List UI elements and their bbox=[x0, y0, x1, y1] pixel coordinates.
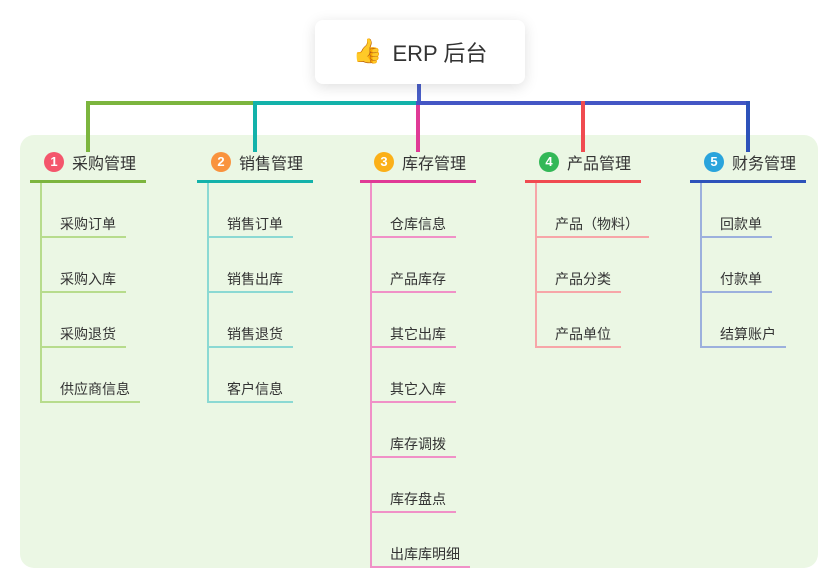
branch-title: 财务管理 bbox=[732, 156, 797, 173]
branch-number-badge: 3 bbox=[374, 152, 394, 172]
branch-items: 产品（物料）产品分类产品单位 bbox=[535, 183, 649, 348]
root-node-label: ERP 后台 bbox=[392, 41, 488, 66]
branch-item[interactable]: 客户信息 bbox=[209, 348, 293, 403]
branch-number-badge: 1 bbox=[44, 152, 64, 172]
branch-number-badge: 2 bbox=[211, 152, 231, 172]
branch-item[interactable]: 结算账户 bbox=[702, 293, 786, 348]
branch-heading-5[interactable]: 5 财务管理 bbox=[690, 150, 807, 183]
branch-items: 仓库信息产品库存其它出库其它入库库存调拨库存盘点出库库明细 bbox=[370, 183, 476, 568]
thumbs-up-icon: 👍 bbox=[352, 38, 383, 65]
branch-title: 库存管理 bbox=[402, 156, 467, 173]
branch-title: 采购管理 bbox=[72, 156, 137, 173]
branch-items: 回款单付款单结算账户 bbox=[700, 183, 806, 348]
branch-title: 销售管理 bbox=[239, 156, 304, 173]
branch-4-drop-connector bbox=[581, 101, 585, 152]
branch-2-drop-connector bbox=[253, 101, 257, 152]
branch-item[interactable]: 产品单位 bbox=[537, 293, 621, 348]
branch-item[interactable]: 回款单 bbox=[702, 183, 772, 238]
branch-3: 3 库存管理仓库信息产品库存其它出库其它入库库存调拨库存盘点出库库明细 bbox=[360, 150, 477, 568]
horizontal-line-mid-teal bbox=[253, 101, 420, 105]
branch-item[interactable]: 采购入库 bbox=[42, 238, 126, 293]
branch-5: 5 财务管理回款单付款单结算账户 bbox=[690, 150, 807, 348]
branch-3-drop-connector bbox=[416, 105, 420, 152]
branch-item[interactable]: 产品分类 bbox=[537, 238, 621, 293]
branch-2: 2 销售管理销售订单销售出库销售退货客户信息 bbox=[197, 150, 314, 403]
branch-heading-1[interactable]: 1 采购管理 bbox=[30, 150, 147, 183]
branch-item[interactable]: 仓库信息 bbox=[372, 183, 456, 238]
branch-heading-3[interactable]: 3 库存管理 bbox=[360, 150, 477, 183]
branch-4: 4 产品管理产品（物料）产品分类产品单位 bbox=[525, 150, 649, 348]
horizontal-line-left-green bbox=[86, 101, 253, 105]
branch-1: 1 采购管理采购订单采购入库采购退货供应商信息 bbox=[30, 150, 147, 403]
branch-number-badge: 5 bbox=[704, 152, 724, 172]
branch-number-badge: 4 bbox=[539, 152, 559, 172]
branch-item[interactable]: 库存调拨 bbox=[372, 403, 456, 458]
branch-title: 产品管理 bbox=[567, 156, 632, 173]
branch-item[interactable]: 销售退货 bbox=[209, 293, 293, 348]
branch-1-drop-connector bbox=[86, 101, 90, 152]
branch-item[interactable]: 付款单 bbox=[702, 238, 772, 293]
branch-item[interactable]: 库存盘点 bbox=[372, 458, 456, 513]
branch-items: 销售订单销售出库销售退货客户信息 bbox=[207, 183, 313, 403]
branch-item[interactable]: 产品库存 bbox=[372, 238, 456, 293]
root-vertical-line bbox=[417, 84, 421, 105]
branch-item[interactable]: 采购退货 bbox=[42, 293, 126, 348]
branch-item[interactable]: 供应商信息 bbox=[42, 348, 140, 403]
branch-item[interactable]: 采购订单 bbox=[42, 183, 126, 238]
branch-item[interactable]: 销售订单 bbox=[209, 183, 293, 238]
branch-panel bbox=[20, 135, 818, 568]
branch-heading-4[interactable]: 4 产品管理 bbox=[525, 150, 642, 183]
branch-item[interactable]: 其它出库 bbox=[372, 293, 456, 348]
branch-item[interactable]: 其它入库 bbox=[372, 348, 456, 403]
branch-5-drop-connector bbox=[746, 101, 750, 152]
root-node[interactable]: 👍 ERP 后台 bbox=[315, 20, 525, 84]
branch-items: 采购订单采购入库采购退货供应商信息 bbox=[40, 183, 146, 403]
branch-item[interactable]: 产品（物料） bbox=[537, 183, 649, 238]
branch-heading-2[interactable]: 2 销售管理 bbox=[197, 150, 314, 183]
branch-item[interactable]: 出库库明细 bbox=[372, 513, 470, 568]
branch-item[interactable]: 销售出库 bbox=[209, 238, 293, 293]
